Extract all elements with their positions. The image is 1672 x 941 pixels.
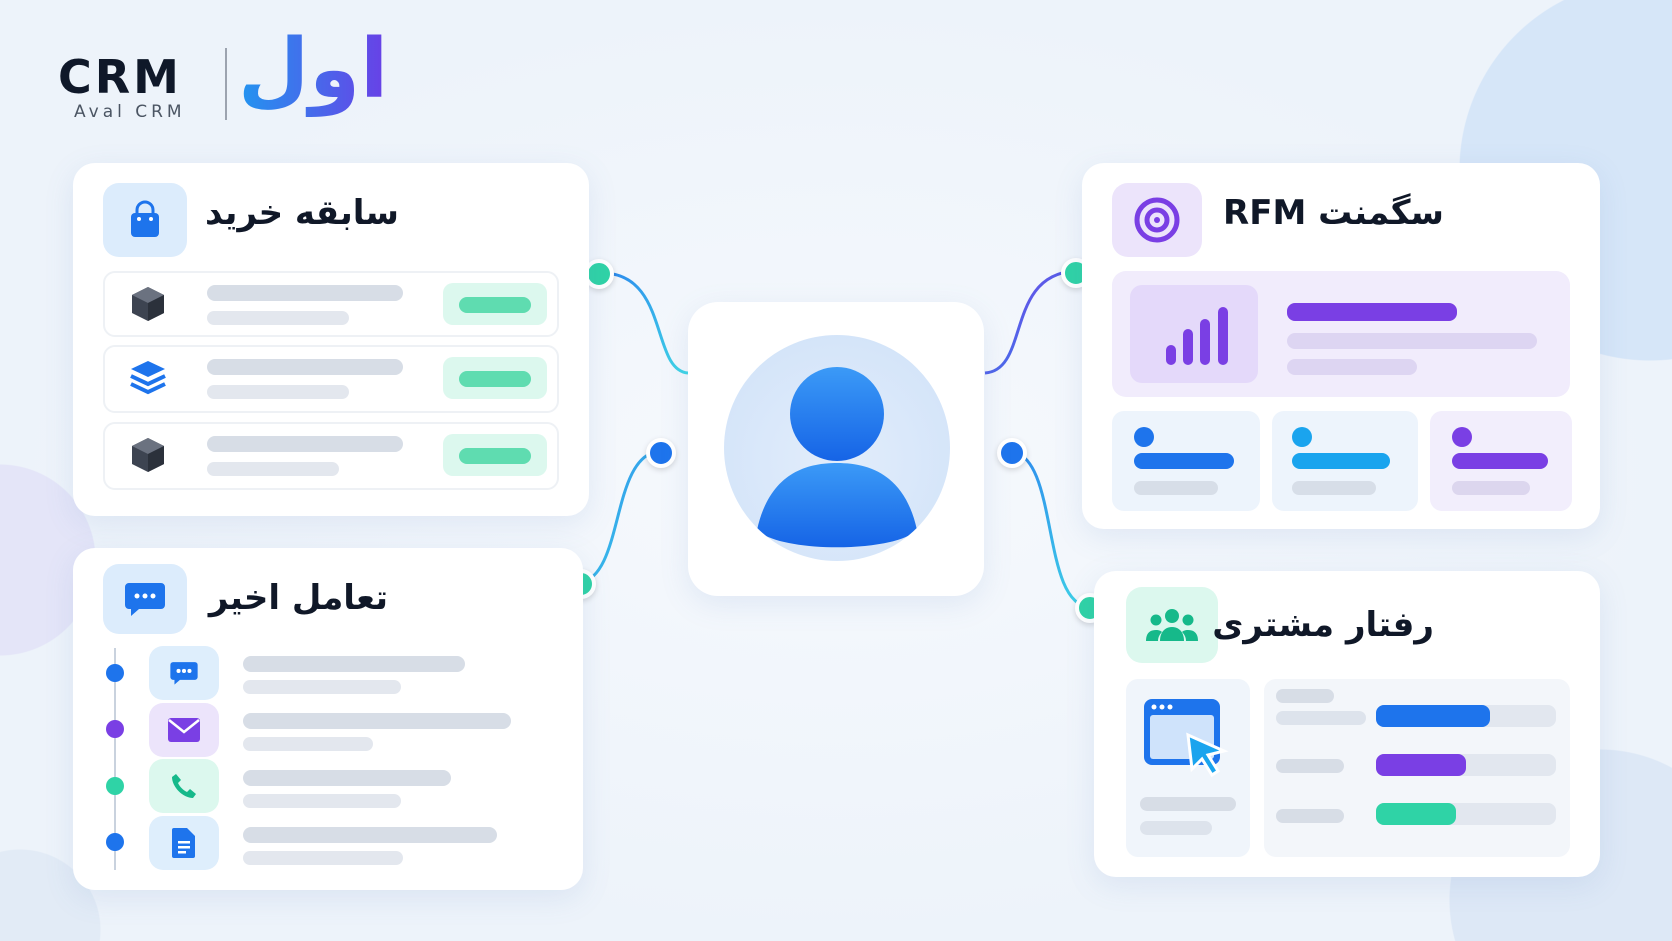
message-icon[interactable]: [149, 646, 219, 700]
customer-profile-card[interactable]: [688, 302, 984, 596]
purchase-history-card: سابقه خرید: [73, 163, 589, 516]
logo-sub-text: Aval CRM: [74, 102, 186, 122]
progress-fill: [1376, 754, 1466, 776]
connector-node: [997, 438, 1027, 468]
progress-fill: [1376, 705, 1490, 727]
browser-cursor-icon: [1140, 695, 1230, 779]
logo-brand-text: اول: [238, 22, 389, 117]
rfm-segment-card: سگمنت RFM: [1082, 163, 1600, 529]
shopping-bag-icon: [103, 183, 187, 257]
target-icon: [1112, 183, 1202, 257]
list-item[interactable]: [103, 422, 559, 490]
document-icon[interactable]: [149, 816, 219, 870]
purchase-history-title: سابقه خرید: [205, 193, 399, 233]
envelope-icon[interactable]: [149, 703, 219, 757]
customer-behavior-card: رفتار مشتری: [1094, 571, 1600, 877]
logo: CRM Aval CRM اول: [58, 22, 418, 140]
list-item[interactable]: [103, 271, 559, 337]
timeline-dot: [106, 664, 124, 682]
phone-icon[interactable]: [149, 759, 219, 813]
layers-stack-icon: [127, 357, 169, 399]
package-box-icon: [127, 434, 169, 476]
recent-interaction-card: تعامل اخیر: [73, 548, 583, 890]
list-item[interactable]: [103, 345, 559, 413]
user-avatar-icon: [724, 335, 950, 561]
progress-fill: [1376, 803, 1456, 825]
rfm-segment-title: سگمنت RFM: [1223, 193, 1444, 233]
timeline-dot: [106, 833, 124, 851]
connector-node: [646, 438, 676, 468]
timeline-dot: [106, 777, 124, 795]
logo-crm-text: CRM: [58, 50, 182, 104]
rfm-summary-panel: [1112, 271, 1570, 397]
bar-chart-icon: [1130, 285, 1258, 383]
behavior-metrics-panel: [1264, 679, 1570, 857]
logo-divider: [225, 48, 227, 120]
customer-behavior-title: رفتار مشتری: [1212, 605, 1434, 645]
timeline-line: [114, 648, 116, 870]
users-group-icon: [1126, 587, 1218, 663]
browser-activity-panel: [1126, 679, 1250, 857]
rfm-metric-tile[interactable]: [1430, 411, 1572, 511]
timeline-dot: [106, 720, 124, 738]
rfm-metric-tile[interactable]: [1112, 411, 1260, 511]
recent-interaction-title: تعامل اخیر: [208, 578, 388, 618]
package-box-icon: [127, 283, 169, 325]
rfm-metric-tile[interactable]: [1272, 411, 1418, 511]
chat-bubble-icon: [103, 564, 187, 634]
